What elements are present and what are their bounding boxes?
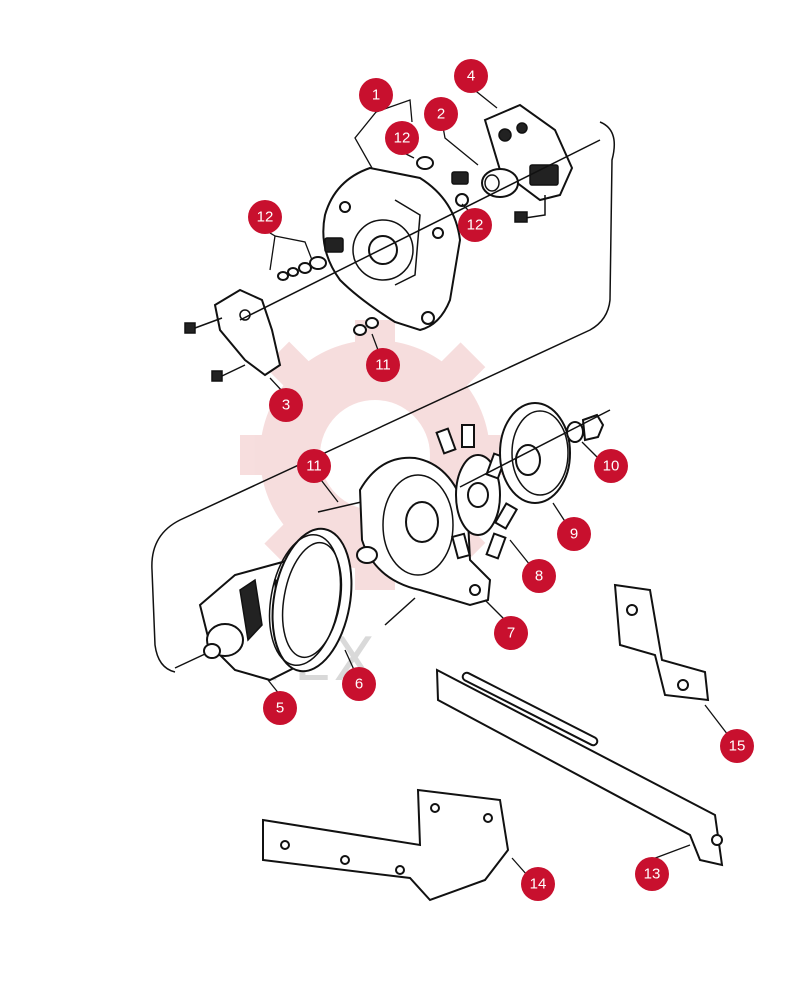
callout-label: 4	[467, 68, 475, 85]
callout-9: 9	[557, 517, 591, 551]
callout-15: 15	[720, 729, 754, 763]
callout-1: 1	[359, 78, 393, 112]
axis-line-upper	[239, 139, 601, 321]
part-3-bracket	[184, 288, 282, 382]
callout-label: 15	[729, 738, 746, 755]
callout-label: 8	[535, 568, 543, 585]
callout-label: 2	[437, 106, 445, 123]
callout-12-right: 12	[458, 208, 492, 242]
part-14-u-bracket	[262, 788, 510, 902]
callout-label: 1	[372, 87, 380, 104]
callout-label: 14	[530, 876, 547, 893]
callout-3: 3	[269, 388, 303, 422]
callout-label: 12	[394, 130, 411, 147]
part-15-small-bracket	[613, 583, 710, 702]
part-6-stator	[268, 527, 353, 673]
callout-11-lower: 11	[297, 449, 331, 483]
callout-12-left: 12	[248, 200, 282, 234]
part-9-pulley	[499, 402, 571, 504]
callout-2: 2	[424, 97, 458, 131]
part-2-bearing	[481, 168, 519, 198]
part-1-housing	[322, 166, 462, 332]
callout-14: 14	[521, 867, 555, 901]
assembly-boundary-outline	[151, 121, 615, 673]
callout-label: 9	[570, 526, 578, 543]
callout-label: 10	[603, 458, 620, 475]
callout-5: 5	[263, 691, 297, 725]
callout-11-upper: 11	[366, 348, 400, 382]
callout-label: 7	[507, 625, 515, 642]
callout-label: 6	[355, 676, 363, 693]
part-13-slotted-bracket	[435, 668, 724, 867]
watermark-gear-logo	[240, 320, 510, 590]
callout-10: 10	[594, 449, 628, 483]
part-11-nuts-upper	[353, 317, 379, 336]
part-12-fittings-top	[416, 156, 469, 207]
callout-label: 5	[276, 700, 284, 717]
callout-7: 7	[494, 616, 528, 650]
callout-label: 12	[467, 217, 484, 234]
callout-12-top: 12	[385, 121, 419, 155]
callout-label: 11	[375, 357, 391, 374]
callout-label: 13	[644, 866, 661, 883]
part-12-fittings-left	[277, 237, 344, 281]
callout-label: 3	[282, 397, 290, 414]
part-4-rectifier-plate	[483, 103, 574, 223]
callout-label: 11	[306, 458, 322, 475]
callout-label: 12	[257, 209, 274, 226]
callout-13: 13	[635, 857, 669, 891]
part-8-fan	[435, 424, 519, 560]
axis-line-lower	[459, 409, 611, 488]
callout-4: 4	[454, 59, 488, 93]
callout-8: 8	[522, 559, 556, 593]
callout-6: 6	[342, 667, 376, 701]
